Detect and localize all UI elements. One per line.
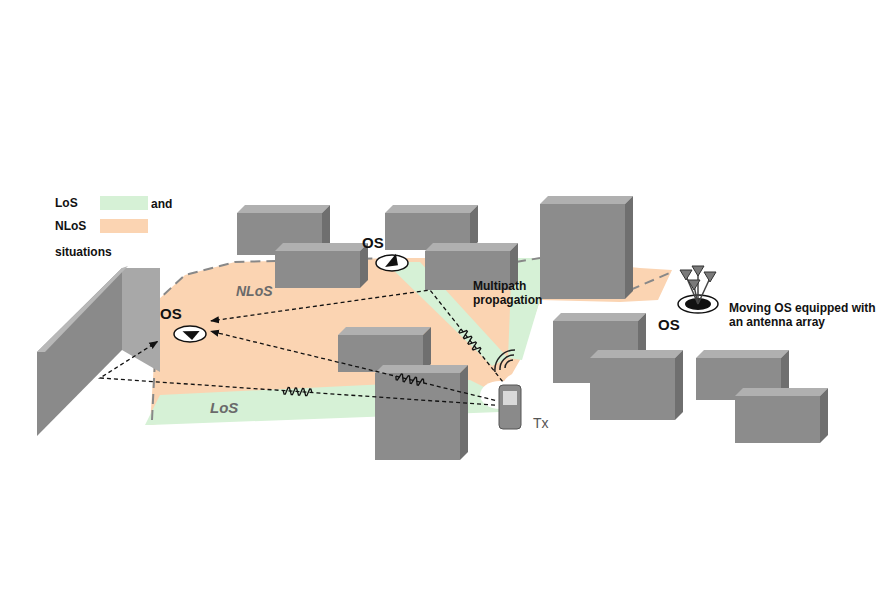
building [696, 350, 789, 358]
cloud [524, 386, 556, 410]
station-pointer [181, 325, 200, 341]
legend-swatch [100, 219, 148, 233]
region-border [630, 272, 672, 290]
building [820, 388, 828, 443]
callout-text: Multipath propagation [473, 279, 565, 308]
signal-path [100, 342, 495, 406]
station-label: OS [658, 317, 680, 334]
building [540, 196, 633, 299]
wall-slab [37, 266, 128, 352]
building [553, 313, 646, 321]
building [590, 350, 683, 358]
callout-text: Moving OS equipped with an antenna array [729, 301, 881, 330]
station-symbol [374, 253, 410, 273]
phone-screen [503, 391, 517, 405]
building [385, 205, 478, 213]
signal-path [211, 331, 495, 400]
building [675, 350, 683, 420]
antenna-cone [704, 272, 716, 282]
radio-waves [495, 350, 515, 372]
observation-station: OS [658, 262, 722, 334]
building [540, 196, 633, 204]
station-symbol [497, 383, 523, 431]
building [625, 196, 633, 299]
building [540, 204, 625, 299]
building [735, 388, 828, 396]
wall-slab [37, 266, 160, 436]
antenna-mast [698, 278, 710, 304]
wall-slab [122, 268, 160, 372]
phone-body [499, 385, 521, 429]
building [590, 350, 683, 420]
station-symbol [658, 262, 722, 316]
radio-waves [505, 360, 513, 368]
legend-item: LoS [55, 196, 148, 210]
building [590, 358, 675, 420]
building [338, 327, 431, 335]
building [237, 205, 330, 213]
legend-note: situations [55, 245, 112, 259]
radio-waves [495, 350, 515, 372]
signal-wave [396, 374, 424, 385]
signal-path [211, 290, 503, 381]
station-label: OS [160, 306, 182, 323]
building [460, 365, 468, 460]
wall-slab [37, 268, 122, 436]
building [375, 373, 460, 460]
legend-text: NLoS [55, 219, 100, 233]
station-label: Tx [533, 416, 549, 431]
antenna-cone [688, 280, 700, 290]
signal-wave [459, 329, 481, 352]
station-label: OS [362, 235, 384, 252]
region-border [516, 258, 540, 262]
building [275, 243, 368, 288]
legend-item: NLoS [55, 219, 148, 233]
antenna-array [678, 266, 718, 313]
antenna-cone [680, 270, 692, 280]
region-label: NLoS [236, 283, 273, 300]
building [735, 396, 820, 443]
observation-station: OS [160, 306, 208, 344]
building [425, 243, 518, 251]
legend-text: LoS [55, 196, 100, 210]
signal-wave [283, 387, 312, 395]
radio-waves [500, 355, 514, 370]
antenna-cone [692, 266, 704, 276]
building [275, 243, 368, 251]
building [275, 251, 360, 288]
legend-note: and [151, 197, 172, 211]
building [375, 365, 468, 460]
building [735, 388, 828, 443]
building [375, 365, 468, 373]
observation-station: OS [362, 235, 410, 273]
station-disc [174, 326, 206, 342]
station-symbol [172, 324, 208, 344]
region-label: LoS [210, 399, 238, 417]
station-pointer [382, 253, 401, 271]
legend-swatch [100, 196, 148, 210]
transmitter: Tx [497, 383, 549, 431]
